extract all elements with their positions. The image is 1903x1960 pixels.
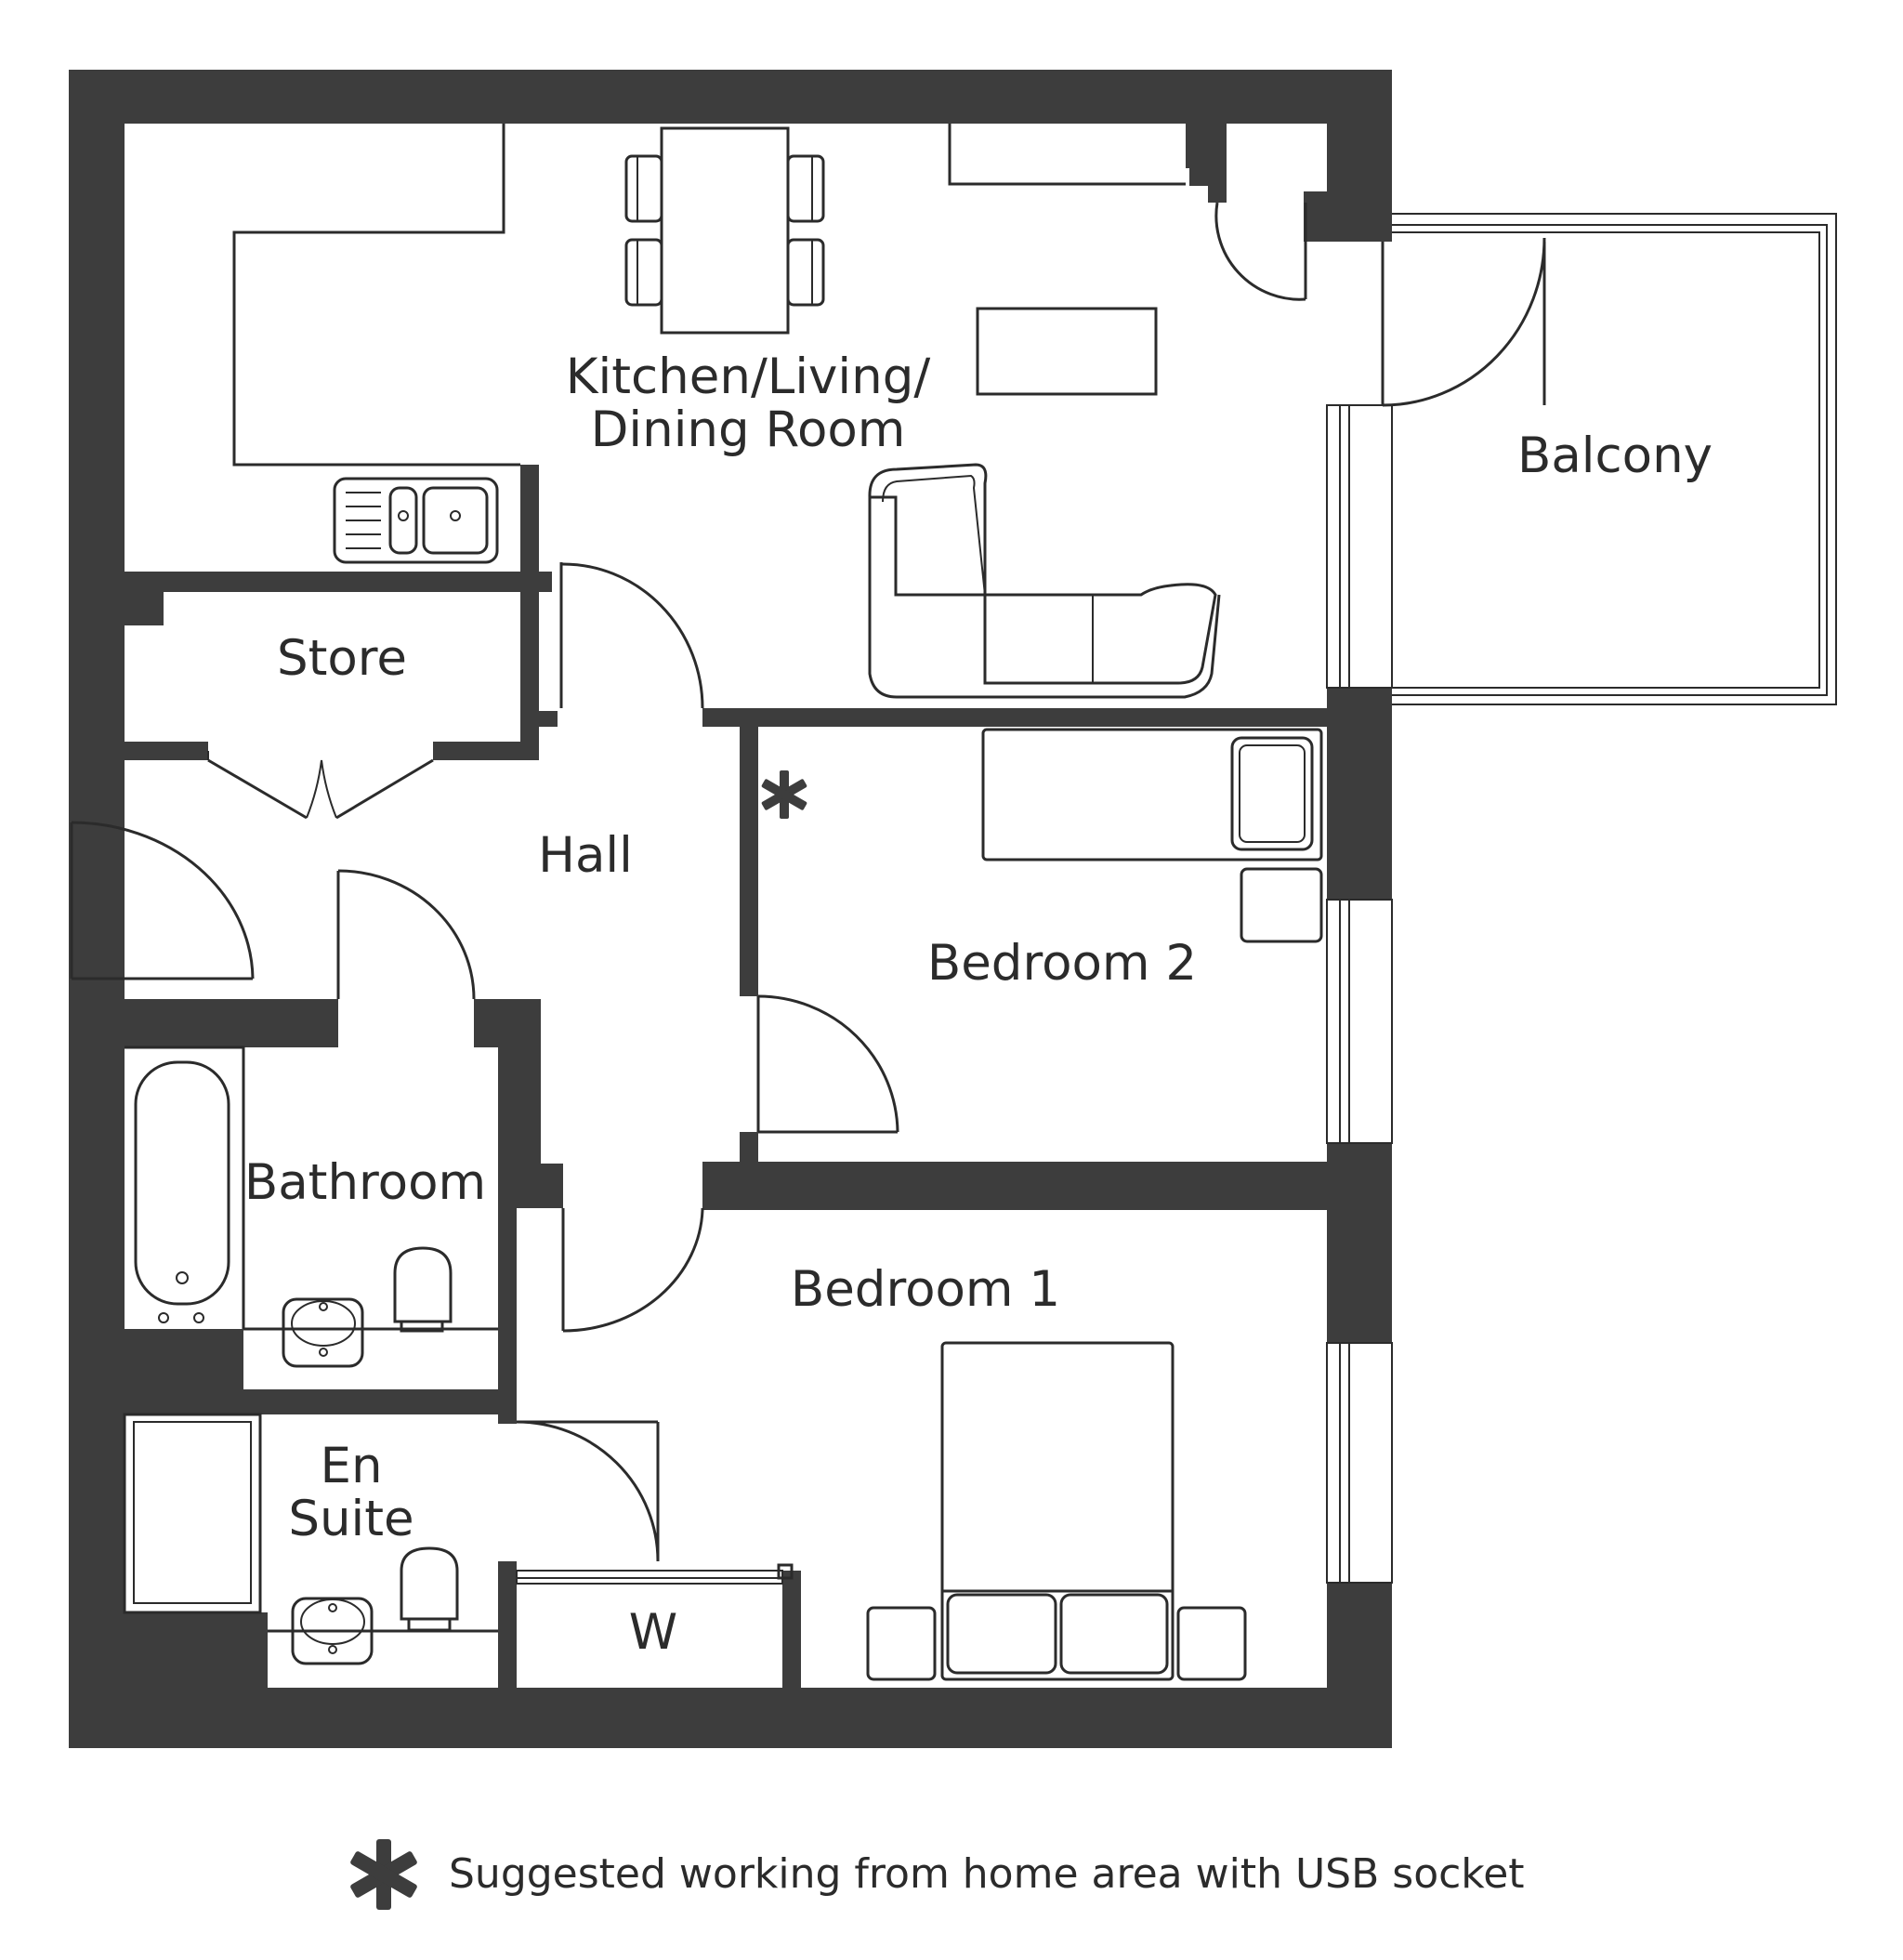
legend-asterisk-icon (350, 1839, 417, 1910)
windows (1326, 404, 1393, 1584)
store-label: Store (277, 630, 407, 687)
ensuite-label-line1: En (320, 1438, 382, 1494)
bedroom2-label: Bedroom 2 (927, 935, 1197, 992)
store-doors (207, 751, 434, 820)
balcony-label: Balcony (1517, 428, 1713, 484)
bedroom1-furniture (866, 1341, 1247, 1681)
kitchen-label-line2: Dining Room (591, 401, 906, 458)
ensuite-fittings (123, 1413, 660, 1665)
legend-text: Suggested working from home area with US… (449, 1850, 1525, 1898)
asterisk-icon (761, 770, 807, 819)
bedroom1-label: Bedroom 1 (791, 1261, 1060, 1318)
kitchen-label-line1: Kitchen/Living/ (566, 349, 931, 405)
ensuite-label-line2: Suite (288, 1491, 413, 1547)
bathroom-label: Bathroom (244, 1154, 486, 1211)
wardrobe (516, 1563, 794, 1585)
room-labels: Kitchen/Living/ Dining Room Balcony Stor… (244, 349, 1713, 1661)
bathroom-fittings (125, 1046, 498, 1368)
hall-label: Hall (538, 827, 633, 884)
kitchen-fittings (232, 124, 1307, 699)
balcony (1381, 213, 1837, 705)
interior-walls (69, 124, 1344, 1701)
exterior-walls (69, 70, 1392, 1748)
legend: Suggested working from home area with US… (350, 1839, 1525, 1910)
bedroom2-furniture (981, 728, 1323, 943)
wardrobe-label: W (629, 1604, 677, 1661)
hall-doors (70, 562, 899, 1333)
